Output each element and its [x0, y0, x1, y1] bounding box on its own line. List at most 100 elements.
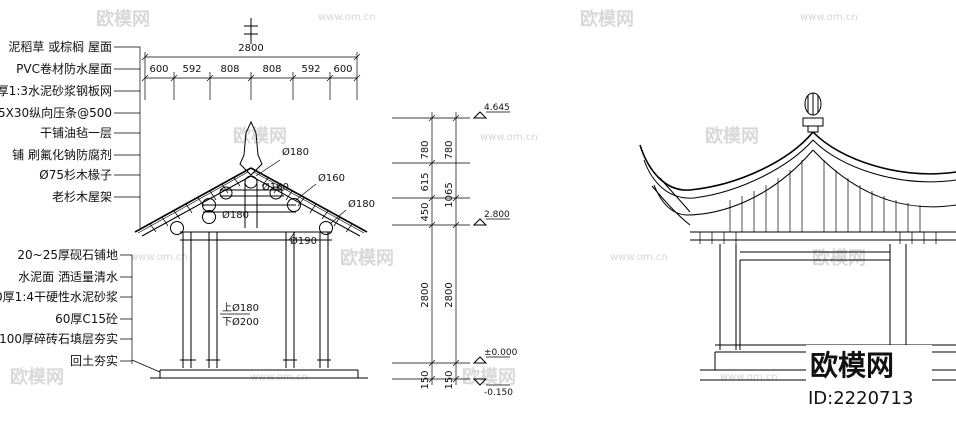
callout-paving: 20~25厚砚石铺地 [17, 248, 118, 262]
beam-left [202, 210, 216, 224]
callout-truss: 老杉木屋架 [52, 190, 112, 204]
label-ridge: Ø180 [282, 146, 309, 158]
dim-v-450: 450 [420, 202, 431, 221]
elevation-columns [719, 244, 907, 350]
roof-truss [203, 180, 296, 228]
brand-backdrop [806, 345, 932, 409]
elevation-opening [739, 260, 891, 350]
watermark-url: www.om.cn [610, 252, 668, 263]
callout-mortar-mesh: 0厚1:3水泥砂浆钢板网 [0, 83, 112, 98]
callout-batten: 5X30纵向压条@500 [0, 105, 112, 120]
rafter-hatching [149, 177, 353, 233]
base-slab [150, 369, 368, 379]
dim-vertical-ticks [428, 114, 460, 383]
dim-seg-4: 808 [262, 64, 281, 75]
dim-seg-6: 600 [333, 64, 352, 75]
level-ground: ±0.000 [484, 348, 518, 358]
roof-sweep-right-upper [812, 131, 956, 175]
dim-seg-1: 600 [149, 64, 168, 75]
top-dimension-chain: 2800 600 592 808 808 592 600 [141, 18, 361, 100]
roof-sweep-right-lower [812, 139, 956, 183]
eave-purlin-right [319, 221, 333, 235]
watermark-brand: 欧模网 [580, 8, 634, 30]
roof-tile-edge [653, 149, 956, 216]
dim-seg-2: 592 [182, 64, 201, 75]
eave-band [690, 231, 956, 241]
watermark-brand: 欧模网 [462, 366, 516, 388]
level-rules [486, 111, 510, 386]
roof-outline [134, 167, 368, 233]
vertical-dimension-chain: 780 615 450 2800 150 780 1065 2800 150 4… [392, 103, 518, 398]
roof-sweep-left-lower [643, 139, 814, 199]
dim-v-615: 615 [420, 172, 431, 191]
callout-felt: 干铺油毡一层 [40, 126, 112, 140]
pavilion-elevation [639, 92, 956, 381]
roof-tile-ribs [729, 160, 921, 232]
roof-sweep-left-upper [639, 131, 814, 191]
brand-block: 欧模网 ID:2220713 [806, 345, 932, 409]
callout-cement-face: 水泥面 洒适量清水 [18, 270, 118, 284]
label-beam: Ø180 [222, 209, 249, 221]
dim-v-150: 150 [420, 370, 431, 389]
callout-pvc-membrane: PVC卷材防水屋面 [16, 61, 112, 76]
watermark-brand: 欧模网 [96, 8, 150, 30]
level-extension-lines [392, 117, 470, 380]
dim-ticks [141, 53, 361, 82]
finial-base [802, 93, 824, 133]
eave-beam [180, 231, 332, 241]
dim-v-1065: 1065 [444, 182, 455, 207]
level-triangles [472, 111, 488, 386]
callout-rubble-fill: 100厚碎砖石填层夯实 [0, 331, 118, 346]
watermark-url: www.om.cn [800, 12, 858, 23]
callout-roof-thatch: 泥稻草 或棕榈 屋面 [8, 39, 112, 54]
callout-dry-mortar: 0厚1:4干硬性水泥砂浆 [0, 289, 118, 304]
watermark-url: www.om.cn [318, 12, 376, 23]
watermark-brand: 欧模网 [812, 247, 866, 269]
watermark-brand: 欧模网 [340, 247, 394, 269]
dim-v-2800: 2800 [420, 282, 431, 307]
purlin-left-mid [202, 198, 216, 212]
dim-v-780: 780 [420, 140, 431, 159]
ridge-finial [239, 120, 263, 176]
dim-v-150-outer: 150 [444, 370, 455, 389]
purlin-ridge [244, 175, 258, 189]
brand-logo-text: 欧模网 [810, 349, 894, 382]
dim-vertical-lines [431, 112, 457, 385]
watermark-brand: 欧模网 [10, 366, 64, 388]
label-column-top: 上Ø180 [222, 302, 259, 314]
watermark-url: www.om.cn [480, 132, 538, 143]
material-callouts: 泥稻草 或棕榈 屋面 PVC卷材防水屋面 0厚1:3水泥砂浆钢板网 5X30纵向… [0, 39, 161, 373]
pavilion-section: Ø180 Ø160 Ø160 Ø180 Ø180 Ø190 上Ø180 下Ø20… [134, 120, 375, 379]
purlin-right-mid [287, 198, 301, 212]
label-purlin-upper: Ø160 [262, 181, 289, 193]
level-eave: 2.800 [484, 210, 510, 220]
purlin-right-upper [269, 186, 283, 200]
label-purlin-right: Ø160 [318, 172, 345, 184]
floor-leader-lines [120, 254, 161, 373]
label-column-bottom: 下Ø200 [222, 316, 259, 328]
watermark-url: www.om.cn [720, 372, 778, 383]
label-post-top: Ø190 [290, 235, 317, 247]
dim-overall-width: 2800 [238, 43, 263, 54]
watermark-brand: 欧模网 [705, 125, 759, 147]
callout-concrete: 60厚C15砼 [55, 312, 118, 326]
roof-leader-lines [114, 46, 141, 228]
watermark-brand: 欧模网 [233, 125, 287, 147]
dim-seg-3: 808 [220, 64, 239, 75]
roof-layers [137, 171, 365, 234]
centre-axis-mark [244, 18, 258, 44]
purlin-left-upper [219, 186, 233, 200]
watermark-url: www.om.cn [130, 252, 188, 263]
eave-corner-left [651, 177, 691, 226]
dim-v-780-outer: 780 [444, 140, 455, 159]
eave-purlin-left [170, 221, 184, 235]
label-eave-purlin: Ø180 [348, 198, 375, 210]
dim-extension-lines [144, 52, 358, 100]
dim-v-2800-outer: 2800 [444, 282, 455, 307]
level-ridge: 4.645 [484, 103, 510, 113]
level-base: -0.150 [484, 388, 513, 398]
callout-backfill: 回土夯实 [70, 353, 118, 368]
member-leaders [255, 159, 347, 241]
